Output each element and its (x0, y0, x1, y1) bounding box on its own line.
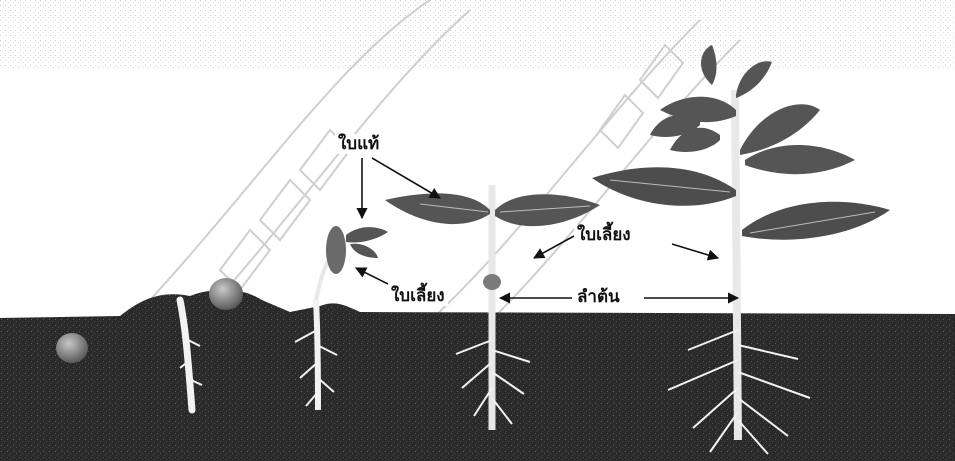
speckle-band (0, 0, 955, 70)
true-leaf-label: ใบแท้ (335, 134, 382, 154)
cotyledon-right-arrow-2 (672, 244, 718, 258)
cotyledon-right-arrow-1 (534, 236, 574, 258)
cotyledon-label-left: ใบเลี้ยง (388, 286, 448, 306)
cotyledon-left-arrow (356, 268, 388, 284)
stage-1-seed (56, 333, 88, 363)
stem-label: ลำต้น (574, 287, 623, 307)
cotyledon-label-right: ใบเลี้ยง (574, 225, 634, 245)
true-leaf-arrow-2 (372, 158, 440, 198)
